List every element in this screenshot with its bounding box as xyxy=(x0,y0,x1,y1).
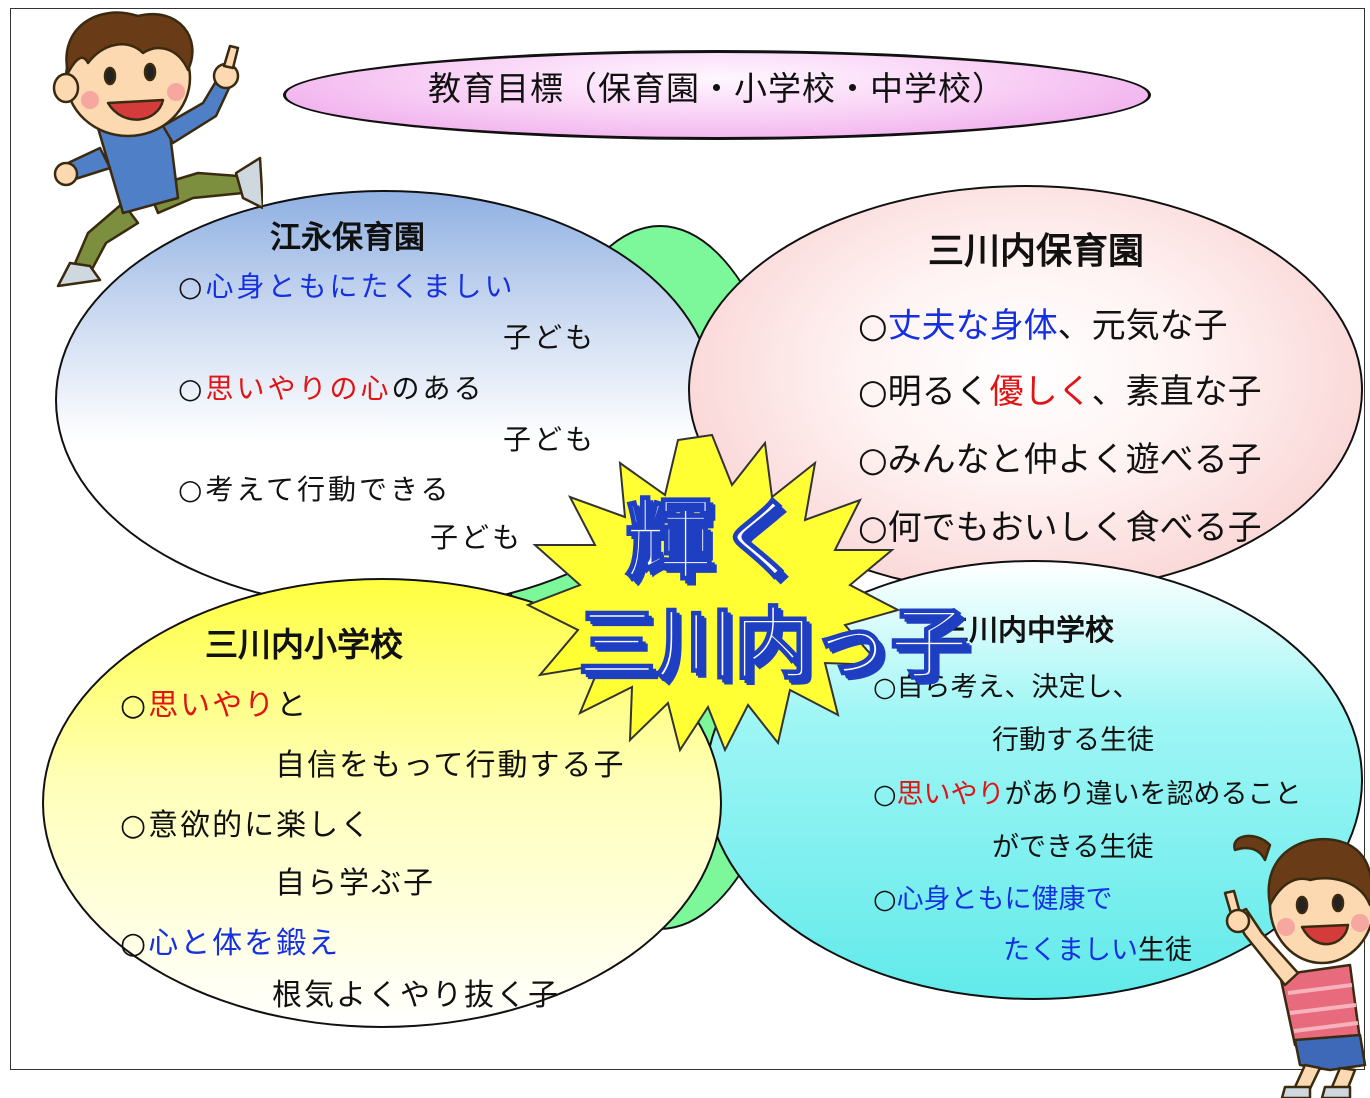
title-banner xyxy=(283,50,1151,140)
sho-goal-2: ○意欲的に楽しく xyxy=(120,808,373,843)
ee-hoikuen-title: 江永保育園 xyxy=(270,220,425,256)
sho-goal-1: ○思いやりと xyxy=(120,688,309,723)
mh-goal-4: ○何でもおいしく食べる子 xyxy=(858,508,1262,548)
slogan-line-1: 輝く xyxy=(624,488,810,593)
shogakko-title: 三川内小学校 xyxy=(205,625,403,664)
chu-goal-3: ○心身ともに健康で xyxy=(873,884,1113,915)
sho-goal-3: ○心と体を鍛え xyxy=(120,926,341,961)
girl-illustration xyxy=(1223,834,1370,1098)
chugakko-title: 三川内中学校 xyxy=(940,613,1115,647)
center-starburst xyxy=(525,433,901,753)
page-title: 教育目標（保育園・小学校・中学校） xyxy=(428,69,1006,108)
sho-goal-1-cont: 自信をもって行動する子 xyxy=(275,748,626,783)
boy-illustration xyxy=(52,11,263,288)
chu-goal-3-cont: たくましい生徒 xyxy=(1003,935,1192,966)
starburst-shape xyxy=(525,433,901,753)
slogan-line-2: 三川内っ子 xyxy=(577,599,969,691)
sho-goal-2-cont: 自ら学ぶ子 xyxy=(275,866,435,901)
mh-goal-3: ○みんなと仲よく遊べる子 xyxy=(858,440,1262,480)
mh-goal-1: ○丈夫な身体、元気な子 xyxy=(858,306,1228,346)
mikawachi-hoikuen-title: 三川内保育園 xyxy=(928,231,1145,272)
chu-goal-2: ○思いやりがあり違いを認めること xyxy=(873,779,1302,810)
ee-goal-2: ○思いやりの心のある xyxy=(178,372,485,405)
ee-goal-3: ○考えて行動できる xyxy=(178,473,452,506)
sho-goal-3-cont: 根気よくやり抜く子 xyxy=(272,978,560,1013)
ee-goal-3-cont: 子ども xyxy=(430,521,524,554)
chu-goal-1: ○自ら考え、決定し、 xyxy=(873,672,1140,703)
mh-goal-2: ○明るく優しく、素直な子 xyxy=(858,372,1262,412)
ee-goal-2-cont: 子ども xyxy=(503,423,597,456)
ee-goal-1-cont: 子ども xyxy=(503,321,597,354)
chu-goal-1-cont: 行動する生徒 xyxy=(992,725,1154,756)
chu-goal-2-cont: ができる生徒 xyxy=(992,832,1154,863)
ee-goal-1: ○心身ともにたくましい xyxy=(178,270,516,303)
